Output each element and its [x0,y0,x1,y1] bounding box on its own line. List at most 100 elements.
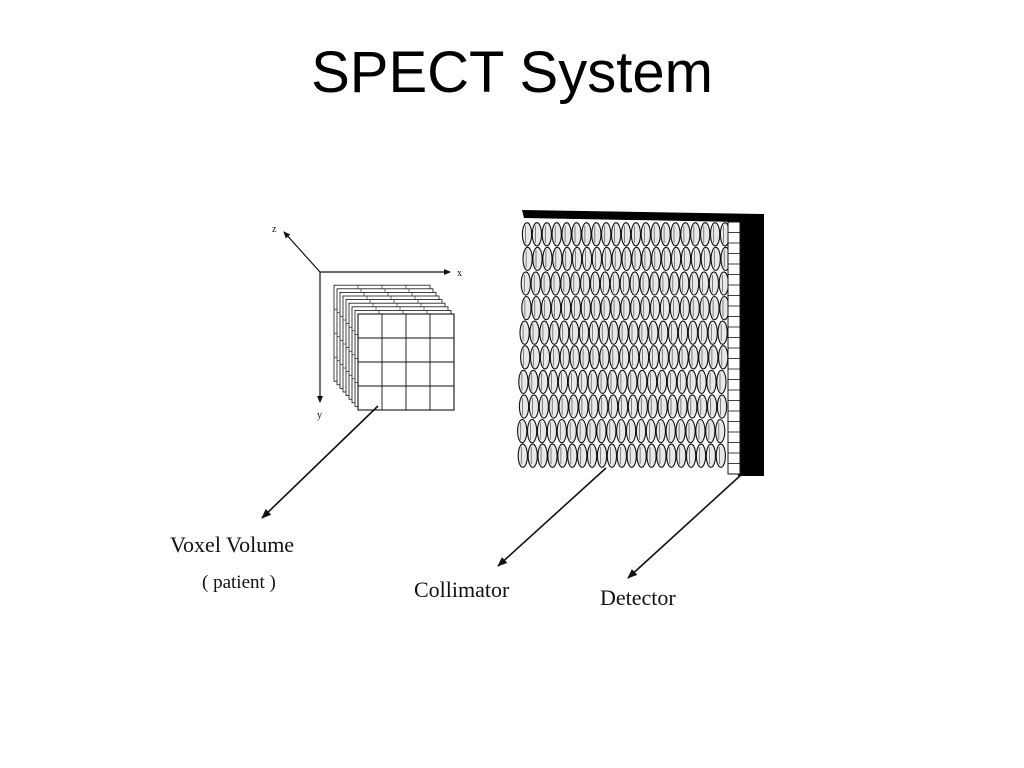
collimator-hole [699,295,710,321]
collimator-hole [628,345,640,370]
collimator-hole [581,222,592,247]
z-axis-label: z [272,224,277,235]
collimator-hole [687,320,699,345]
collimator-hole [549,345,561,370]
collimator-hole [707,320,718,345]
voxel-volume-cube [333,284,455,411]
collimator-hole [546,418,558,444]
collimator-hole [606,443,618,468]
collimator-hole [517,443,528,468]
collimator-hole [616,443,627,468]
collimator-hole [620,295,631,321]
collimator-hole [636,443,647,468]
collimator-hole [690,246,702,272]
collimator-hole [610,222,622,247]
collimator-hole [566,418,577,444]
collimator-hole [709,295,720,321]
collimator-hole [695,443,707,468]
collimator-hole [528,369,539,395]
collimator-hole [590,295,601,321]
collimator-hole [581,246,593,272]
collimator-hole [620,222,632,247]
collimator-hole [658,345,669,370]
coordinate-axes [283,231,451,403]
collimator-hole [518,394,530,419]
collimator-hole [607,394,619,419]
collimator-hole [715,443,726,468]
collimator-hole [599,345,610,370]
collimator-hole [646,443,657,468]
collimator-hole [696,369,707,395]
collimator-hole [667,394,678,419]
collimator-hole [580,295,591,321]
collimator-hole [571,246,583,272]
collimator-hole [607,369,618,395]
collimator-hole [676,369,687,395]
collimator-hole [548,394,559,419]
collimator-hole [655,418,666,444]
collimator-hole [559,320,570,345]
collimator-hole [670,246,682,272]
collimator-hole [709,222,721,247]
collimator-hole [631,246,642,272]
collimator-hole [527,443,538,468]
collimator-hole [659,295,671,321]
collimator-hole [676,443,687,468]
collimator-hole [550,271,561,296]
collimator-hole [538,394,549,419]
collimator-hole [665,418,676,444]
collimator-hole [700,246,711,272]
collimator-hole [547,443,558,468]
collimator-hole [625,418,637,444]
collimator-hole [646,369,658,395]
collimator-hole [596,443,608,468]
collimator-hole [685,443,697,468]
collimator-hole [578,320,590,345]
collimator-hole [576,418,587,444]
collimator-hole [569,345,580,370]
patient-label: ( patient ) [202,572,276,593]
collimator-hole [587,369,598,395]
collimator-hole [640,295,651,321]
collimator-hole [626,443,637,468]
collimator-hole [697,394,708,419]
collimator-hole [531,295,542,321]
collimator-hole [538,369,549,395]
collimator-hole [530,271,541,296]
collimator-hole [688,345,699,370]
y-axis-label: y [317,410,322,421]
collimator-hole [560,271,571,296]
collimator-hole [617,394,629,419]
collimator-hole [521,295,532,321]
collimator-hole [627,394,639,419]
collimator-hole [536,418,548,444]
collimator-hole [656,443,667,468]
collimator-hole [697,320,708,345]
collimator-hole [695,418,706,444]
collimator-hole [529,345,541,370]
collimator-hole [640,222,651,247]
collimator-hole [698,271,710,296]
collimator-hole [715,418,726,444]
collimator-hole [597,369,608,395]
collimator-hole [690,222,701,247]
collimator-hole [670,222,681,247]
collimator-hole [657,394,668,419]
collimator-hole [609,271,621,296]
collimator-hole [559,345,570,370]
collimator-hole [648,345,660,370]
collimator-hole [710,246,721,272]
collimator-hole [705,418,716,444]
collimator-hole [580,271,591,296]
collimator-hole [598,394,609,419]
collimator-hole [706,369,717,395]
collimator-hole [588,394,599,419]
collimator-hole [638,320,649,345]
collimator-hole [599,271,611,296]
collimator-hole [591,246,603,272]
collimator-hole [521,222,533,247]
collimator-hole [568,320,580,345]
collimator-hole [537,443,548,468]
collimator-hole [718,345,729,370]
